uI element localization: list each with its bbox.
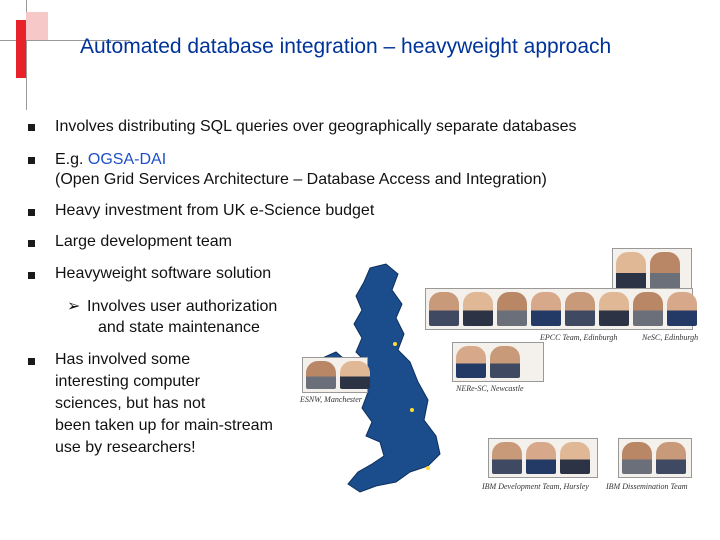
- person-photo: [429, 292, 459, 326]
- person-photo: [616, 252, 646, 290]
- corner-accent-red: [16, 20, 26, 78]
- person-photo: [456, 346, 486, 378]
- bullet-text: Heavyweight software solution: [55, 265, 272, 282]
- person-photo: [633, 292, 663, 326]
- slide-title: Automated database integration – heavywe…: [80, 35, 612, 58]
- caption-nerc: NERe-SC, Newcastle: [456, 384, 524, 393]
- last-bullet-line: use by researchers!: [55, 439, 196, 456]
- corner-accent-pink: [26, 12, 48, 40]
- photo-nerc-team: [452, 342, 544, 382]
- bullet-marker: [28, 240, 35, 247]
- photo-esnw-team: [302, 357, 370, 393]
- bullet-marker: [28, 157, 35, 164]
- bullet-text-line2: (Open Grid Services Architecture – Datab…: [55, 171, 547, 188]
- bullet-marker: [28, 209, 35, 216]
- bullet-text: Heavy investment from UK e-Science budge…: [55, 202, 375, 219]
- last-bullet-line: interesting computer: [55, 373, 200, 390]
- photo-ibm-dev-team: [488, 438, 598, 478]
- caption-nesc: NeSC, Edinburgh: [642, 333, 699, 342]
- person-photo: [599, 292, 629, 326]
- ogsa-dai-link[interactable]: OGSA-DAI: [87, 151, 167, 168]
- caption-ibm-dev: IBM Development Team, Hursley: [482, 482, 589, 491]
- person-photo: [560, 442, 590, 474]
- person-photo: [531, 292, 561, 326]
- photo-nesc-team: [612, 248, 692, 294]
- bullet-text: Involves distributing SQL queries over g…: [55, 118, 577, 135]
- person-photo: [340, 361, 370, 389]
- person-photo: [526, 442, 556, 474]
- person-photo: [497, 292, 527, 326]
- photo-ibm-dis-team: [618, 438, 692, 478]
- bullet-marker: [28, 272, 35, 279]
- sub-bullet-line2: and state maintenance: [98, 319, 260, 336]
- person-photo: [490, 346, 520, 378]
- map-marker-south: [426, 466, 430, 470]
- person-photo: [656, 442, 686, 474]
- bullet-text-ogsa: E.g. OGSA-DAI: [55, 150, 166, 170]
- map-marker-newcastle: [410, 408, 414, 412]
- person-photo: [622, 442, 652, 474]
- photo-epcc-team: [425, 288, 697, 330]
- bullet-prefix: E.g.: [55, 151, 88, 168]
- person-photo: [306, 361, 336, 389]
- last-bullet-line: Has involved some: [55, 351, 191, 368]
- person-photo: [565, 292, 595, 326]
- person-photo: [667, 292, 697, 326]
- caption-epcc: EPCC Team, Edinburgh: [540, 333, 618, 342]
- corner-line-vertical: [26, 0, 27, 110]
- caption-ibm-dis: IBM Dissemination Team: [606, 482, 688, 491]
- sub-bullet-line1: Involves user authorization: [87, 298, 278, 315]
- person-photo: [492, 442, 522, 474]
- person-photo: [650, 252, 680, 290]
- person-photo: [463, 292, 493, 326]
- bullet-marker: [28, 124, 35, 131]
- caption-esnw: ESNW, Manchester: [300, 395, 362, 404]
- map-marker-edinburgh: [393, 342, 397, 346]
- last-bullet-line: sciences, but has not: [55, 395, 206, 412]
- bullet-marker: [28, 358, 35, 365]
- arrow-bullet-icon: ➢: [67, 298, 81, 315]
- last-bullet-line: been taken up for main-stream: [55, 417, 273, 434]
- corner-line-horizontal: [0, 40, 130, 41]
- bullet-text: Large development team: [55, 233, 232, 250]
